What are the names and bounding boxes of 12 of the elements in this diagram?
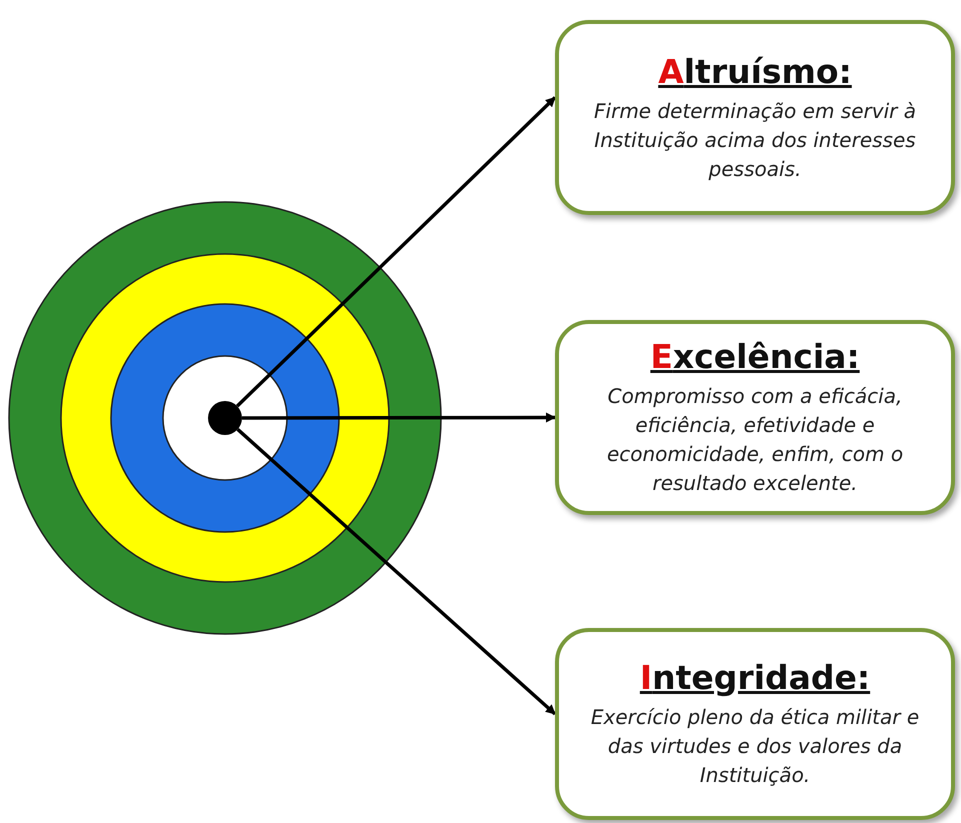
callout-box [555,320,955,515]
description: Exercício pleno da ética militar e das virtudes e dos valores da Instituição. [590,704,920,789]
description: Firme determinação em servir à Instituição acima dos interesses pessoais. [593,98,917,182]
arrow [236,428,556,716]
heading: Altruísmo: [658,52,852,90]
callout-box [555,628,955,820]
heading: Excelência: [650,337,860,376]
arrow [236,96,556,408]
arrow [242,412,556,423]
heading: Integridade: [640,658,870,697]
description: Compromisso com a eficácia, eficiência, efetividade e economicidade, enfim, com o resultado excelente. [606,383,904,497]
callout-box [555,20,955,215]
